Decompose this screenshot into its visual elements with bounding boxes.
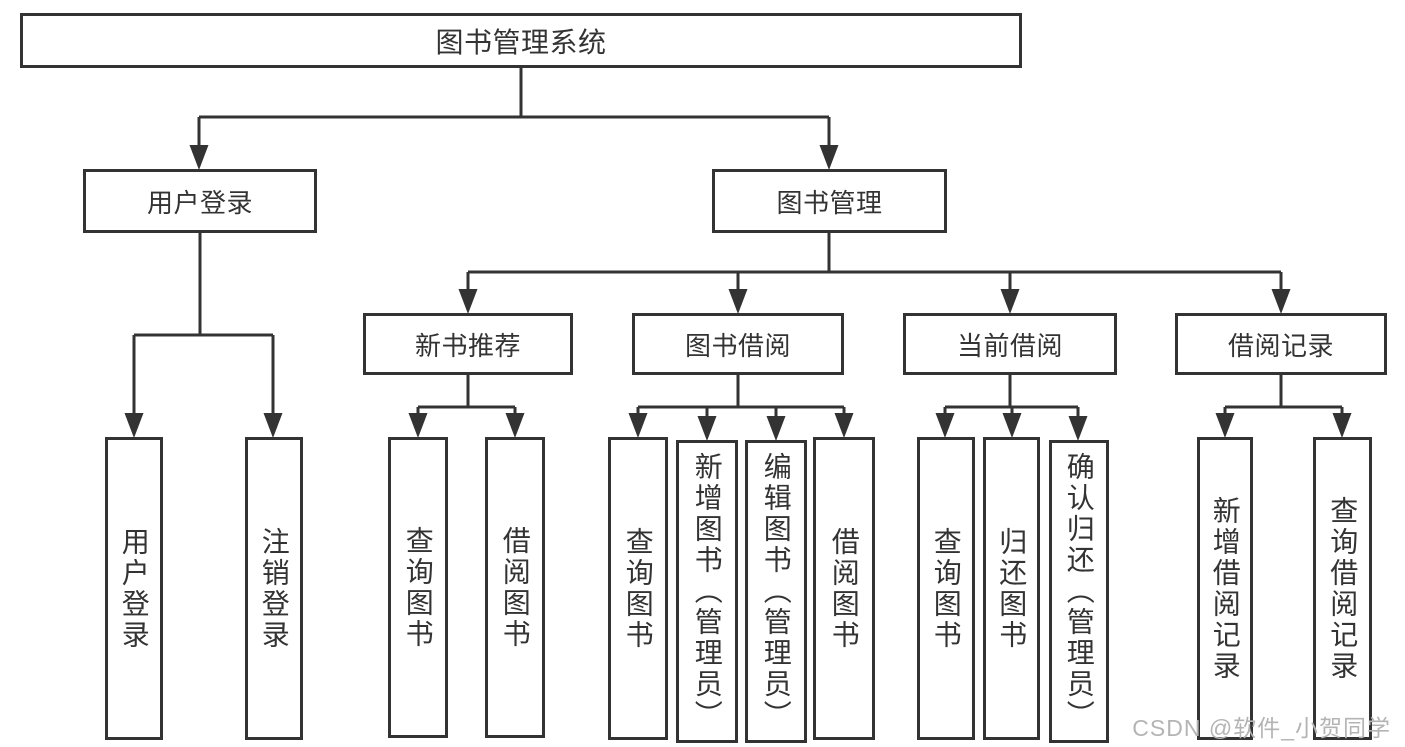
node-label: 新增借阅记录	[1209, 495, 1241, 682]
node-edit-books-admin: 编辑图书（管理员）	[745, 440, 807, 743]
node-query-books-borrowing: 查询图书	[608, 437, 668, 740]
node-root: 图书管理系统	[20, 13, 1022, 68]
node-label: 借阅图书	[828, 526, 860, 651]
arrowhead-down-icon	[1068, 416, 1088, 441]
node-label: 新增图书（管理员）	[691, 452, 723, 731]
node-return-books-leaf: 归还图书	[983, 437, 1040, 740]
node-book-borrowing: 图书借阅	[632, 313, 844, 375]
node-label: 借阅图书	[499, 525, 531, 650]
arrowhead-down-icon	[458, 289, 478, 314]
arrowhead-down-icon	[697, 416, 717, 441]
arrowhead-down-icon	[628, 413, 648, 438]
node-label: 图书管理	[776, 187, 883, 218]
node-label: 查询图书	[930, 526, 962, 651]
arrowhead-down-icon	[124, 413, 144, 438]
node-label: 查询图书	[402, 525, 434, 650]
node-query-books-current: 查询图书	[917, 437, 975, 740]
node-borrow-books-leaf: 借阅图书	[813, 437, 875, 740]
node-label: 确认归还（管理员）	[1063, 452, 1095, 731]
node-logout-leaf: 注销登录	[245, 437, 303, 740]
node-current-borrowing: 当前借阅	[903, 313, 1117, 375]
node-label: 归还图书	[996, 526, 1028, 651]
arrowhead-down-icon	[505, 413, 525, 438]
node-label: 注销登录	[258, 526, 290, 651]
arrowhead-down-icon	[1000, 289, 1020, 314]
node-query-books-recommend: 查询图书	[388, 437, 448, 738]
node-confirm-return-admin: 确认归还（管理员）	[1049, 440, 1109, 743]
node-add-books-admin: 新增图书（管理员）	[676, 440, 738, 743]
node-user-login-leaf: 用户登录	[105, 437, 163, 740]
arrowhead-down-icon	[1002, 413, 1022, 438]
node-label: 图书管理系统	[435, 26, 607, 58]
node-label: 用户登录	[146, 187, 253, 218]
node-query-borrow-record: 查询借阅记录	[1313, 437, 1372, 740]
node-label: 编辑图书（管理员）	[760, 452, 792, 731]
arrowhead-down-icon	[1332, 413, 1352, 438]
node-label: 图书借阅	[684, 330, 791, 361]
node-label: 新书推荐	[414, 330, 521, 361]
arrowhead-down-icon	[819, 145, 839, 170]
arrowhead-down-icon	[263, 413, 283, 438]
node-add-borrow-record: 新增借阅记录	[1197, 437, 1253, 740]
csdn-watermark: CSDN @软件_小贺同学	[1132, 715, 1391, 741]
node-user-login-module: 用户登录	[83, 169, 317, 233]
node-label: 当前借阅	[956, 330, 1063, 361]
arrowhead-down-icon	[834, 413, 854, 438]
node-borrowing-records: 借阅记录	[1175, 313, 1387, 375]
node-borrow-books-recommend: 借阅图书	[485, 437, 545, 738]
arrowhead-down-icon	[408, 413, 428, 438]
arrowhead-down-icon	[1271, 289, 1291, 314]
node-book-management: 图书管理	[712, 169, 947, 233]
arrowhead-down-icon	[728, 289, 748, 314]
arrowhead-down-icon	[189, 145, 209, 170]
node-new-book-recommend: 新书推荐	[363, 313, 573, 375]
arrowhead-down-icon	[766, 416, 786, 441]
node-label: 借阅记录	[1227, 330, 1334, 361]
node-label: 用户登录	[118, 526, 150, 651]
node-label: 查询图书	[622, 526, 654, 651]
arrowhead-down-icon	[1215, 413, 1235, 438]
node-label: 查询借阅记录	[1327, 495, 1359, 682]
arrowhead-down-icon	[935, 413, 955, 438]
